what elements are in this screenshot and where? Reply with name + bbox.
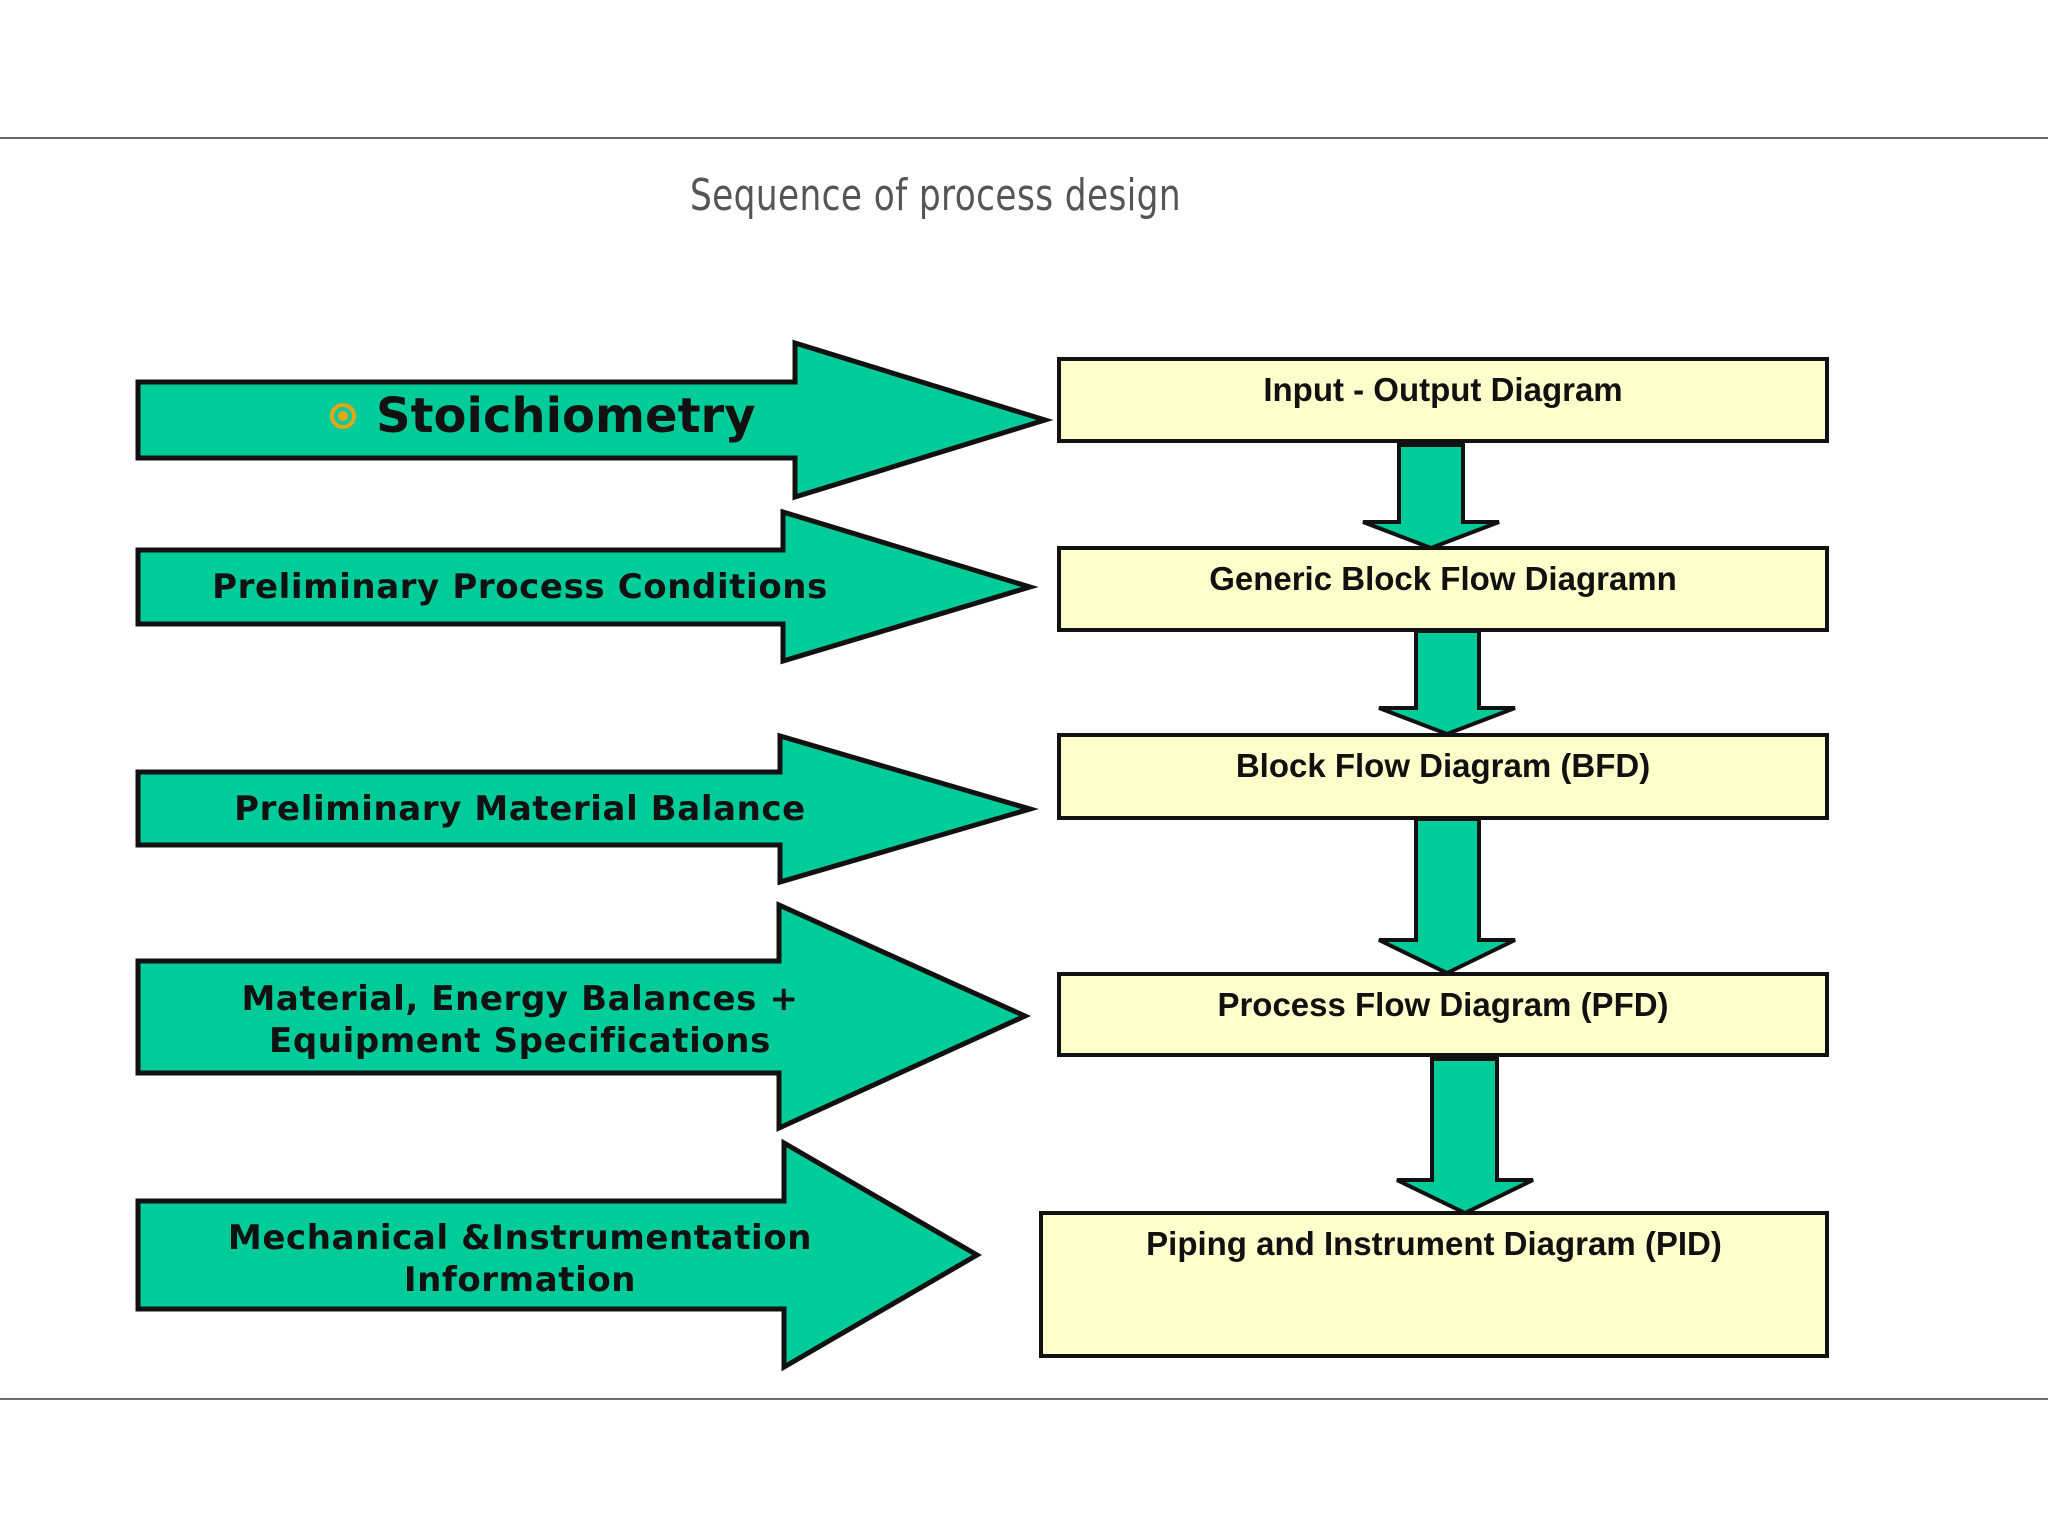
top-divider (0, 137, 2048, 139)
stage-label: Piping and Instrument Diagram (PID) (1146, 1225, 1722, 1262)
stage-label: Input - Output Diagram (1263, 371, 1623, 408)
input-label-material-balance: Preliminary Material Balance (234, 789, 806, 829)
slide-title: Sequence of process design (690, 170, 1181, 221)
stage-label: Block Flow Diagram (BFD) (1235, 747, 1651, 784)
stage-box-block-flow: Block Flow Diagram (BFD) (1057, 733, 1829, 820)
stage-box-input-output: Input - Output Diagram (1057, 357, 1829, 443)
stoichiometry-label-group: Stoichiometry (330, 385, 755, 447)
down-arrow-2 (1378, 629, 1516, 737)
down-arrow-3 (1378, 817, 1516, 976)
input-arrow-stoichiometry (135, 339, 1054, 501)
input-label-energy-balances: Material, Energy Balances + Equipment Sp… (241, 979, 799, 1061)
stage-box-generic-block-flow: Generic Block Flow Diagramn (1057, 546, 1829, 632)
down-arrow-1 (1362, 443, 1500, 551)
input-label-process-conditions: Preliminary Process Conditions (212, 567, 828, 607)
stage-box-process-flow: Process Flow Diagram (PFD) (1057, 972, 1829, 1057)
input-arrow-mechanical-instrumentation (135, 1138, 982, 1372)
input-label-mechanical-instrumentation: Mechanical &Instrumentation Information (227, 1218, 813, 1300)
input-arrow-energy-balances (135, 901, 1032, 1132)
input-arrow-process-conditions (135, 508, 1039, 665)
stoichiometry-label: Stoichiometry (376, 388, 756, 444)
bottom-divider (0, 1398, 2048, 1400)
stage-box-piping-instrument: Piping and Instrument Diagram (PID) (1039, 1211, 1829, 1358)
stage-label: Process Flow Diagram (PFD) (1217, 986, 1669, 1023)
stage-label: Generic Block Flow Diagramn (1209, 560, 1677, 597)
target-bullet-icon (330, 403, 356, 429)
input-arrow-material-balance (135, 732, 1039, 886)
down-arrow-4 (1396, 1057, 1534, 1216)
